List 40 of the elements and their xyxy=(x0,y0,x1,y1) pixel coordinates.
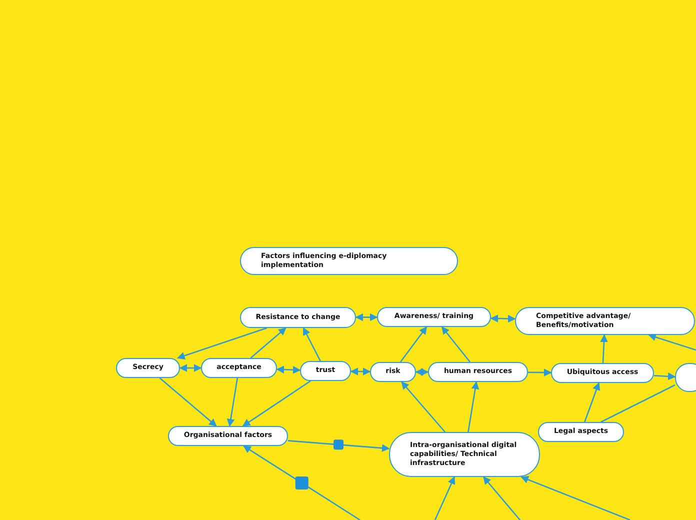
rounded-box xyxy=(116,358,180,378)
arrow xyxy=(654,372,676,380)
arrow xyxy=(442,326,470,362)
rounded-box xyxy=(538,422,624,442)
rounded-box xyxy=(201,358,277,378)
rounded-box xyxy=(240,307,356,328)
arrow xyxy=(288,440,390,452)
arrow xyxy=(226,378,238,427)
arrow xyxy=(242,380,311,427)
arrow xyxy=(302,327,321,362)
arrow xyxy=(528,368,552,376)
rounded-box xyxy=(551,363,654,383)
rounded-box xyxy=(389,432,540,477)
rounded-box xyxy=(675,363,696,392)
arrow xyxy=(600,334,608,364)
arrow xyxy=(648,333,696,351)
rounded-box xyxy=(370,362,416,382)
arrow xyxy=(483,476,520,520)
arrow xyxy=(350,368,371,376)
arrow xyxy=(415,368,429,376)
arrow xyxy=(250,328,286,358)
arrow xyxy=(490,314,516,323)
arrow xyxy=(243,445,360,520)
rounded-box xyxy=(428,362,528,382)
arrow xyxy=(401,381,446,432)
arrow xyxy=(176,327,268,360)
rounded-box xyxy=(300,361,351,381)
arrow xyxy=(434,476,456,520)
arrow xyxy=(179,364,202,372)
rounded-box xyxy=(240,247,458,275)
arrow xyxy=(276,366,301,374)
rounded-box xyxy=(515,307,695,335)
rounded-box xyxy=(377,307,491,327)
arrow xyxy=(520,476,630,520)
arrow xyxy=(468,381,480,432)
arrow xyxy=(355,313,378,322)
rounded-box xyxy=(168,426,288,446)
arrow xyxy=(584,382,600,422)
arrow xyxy=(159,378,217,426)
arrow xyxy=(400,326,428,362)
